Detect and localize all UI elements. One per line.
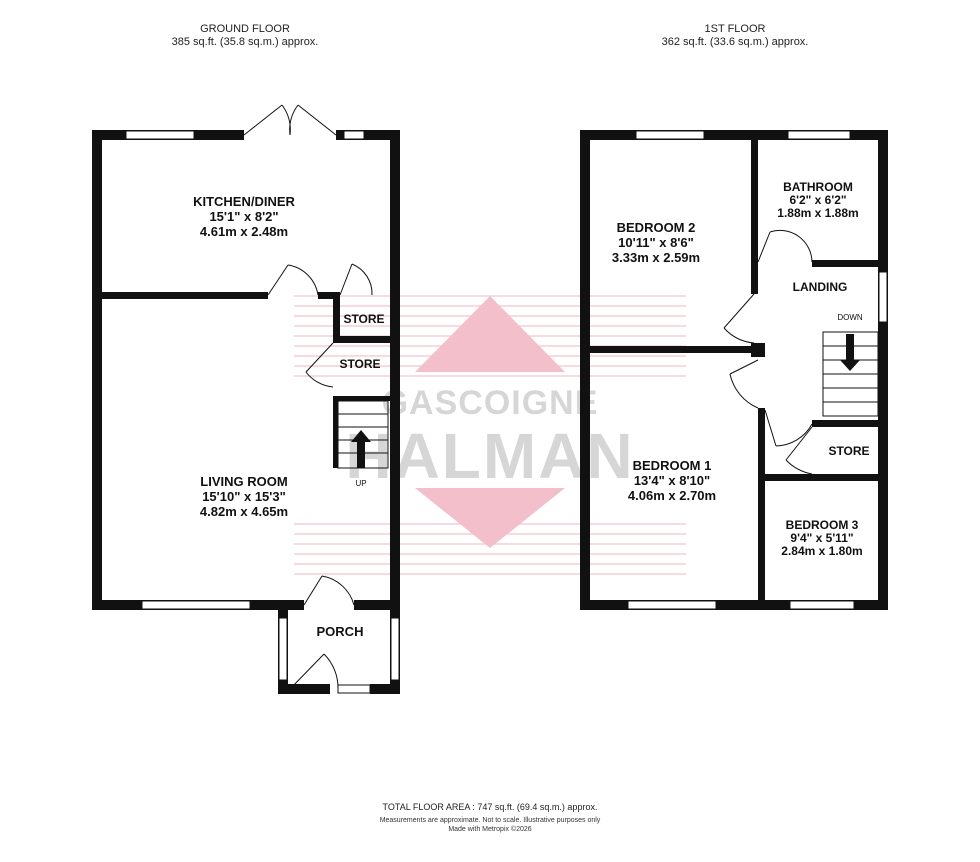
bedroom2-imperial: 10'11" x 8'6" (618, 235, 694, 250)
landing-name: LANDING (793, 280, 848, 294)
first-floor-title: 1ST FLOOR (705, 23, 766, 35)
store-upper-name: STORE (343, 312, 384, 326)
stairs-up-label: UP (355, 479, 366, 488)
porch-name: PORCH (317, 624, 364, 639)
kitchen-imperial: 15'1" x 8'2" (209, 209, 278, 224)
bedroom1-name: BEDROOM 1 (633, 458, 712, 473)
bedroom1-metric: 4.06m x 2.70m (628, 488, 716, 503)
bedroom3-name: BEDROOM 3 (786, 518, 859, 532)
watermark-line2: HALMAN (345, 420, 634, 492)
watermark-line1: GASCOIGNE (382, 384, 599, 422)
bedroom3-metric: 2.84m x 1.80m (781, 544, 862, 558)
kitchen-metric: 4.61m x 2.48m (200, 224, 288, 239)
credit: Made with Metropix ©2026 (448, 825, 531, 833)
living-imperial: 15'10" x 15'3" (202, 489, 286, 504)
bathroom-imperial: 6'2" x 6'2" (789, 193, 846, 207)
stairs-down-label: DOWN (837, 313, 863, 322)
french-doors (243, 104, 337, 136)
bedroom3-imperial: 9'4" x 5'11" (790, 531, 853, 545)
ground-internal-doors (267, 263, 373, 690)
ground-floor-plan: UP KITCHEN/DINER 15'1" x 8'2" 4.61m x 2.… (92, 104, 400, 694)
first-floor-plan: DOWN BEDROOM 2 10'11" x 8'6" 3.33m x 2.5… (580, 130, 888, 610)
watermark-triangle-up (415, 296, 565, 372)
watermark-triangle-down (415, 488, 565, 548)
stairs-down (822, 331, 879, 417)
total-floor-area: TOTAL FLOOR AREA : 747 sq.ft. (69.4 sq.m… (383, 802, 598, 812)
bedroom1-imperial: 13'4" x 8'10" (634, 473, 710, 488)
bedroom2-name: BEDROOM 2 (617, 220, 696, 235)
first-internal-doors (723, 229, 813, 475)
store-lower-name: STORE (339, 357, 380, 371)
store-first-name: STORE (828, 444, 869, 458)
first-walls (580, 130, 888, 610)
bedroom2-metric: 3.33m x 2.59m (612, 250, 700, 265)
ground-floor-area: 385 sq.ft. (35.8 sq.m.) approx. (172, 36, 319, 48)
bathroom-metric: 1.88m x 1.88m (777, 206, 858, 220)
bathroom-name: BATHROOM (783, 180, 853, 194)
disclaimer: Measurements are approximate. Not to sca… (380, 817, 601, 824)
ground-floor-title: GROUND FLOOR (200, 23, 290, 35)
first-floor-area: 362 sq.ft. (33.6 sq.m.) approx. (662, 36, 809, 48)
living-metric: 4.82m x 4.65m (200, 504, 288, 519)
kitchen-name: KITCHEN/DINER (193, 194, 295, 209)
stairs-up-arrow-icon (351, 430, 371, 468)
first-windows (627, 130, 888, 610)
stairs-down-arrow-icon (840, 334, 860, 371)
living-name: LIVING ROOM (200, 474, 287, 489)
ground-windows (125, 130, 400, 694)
